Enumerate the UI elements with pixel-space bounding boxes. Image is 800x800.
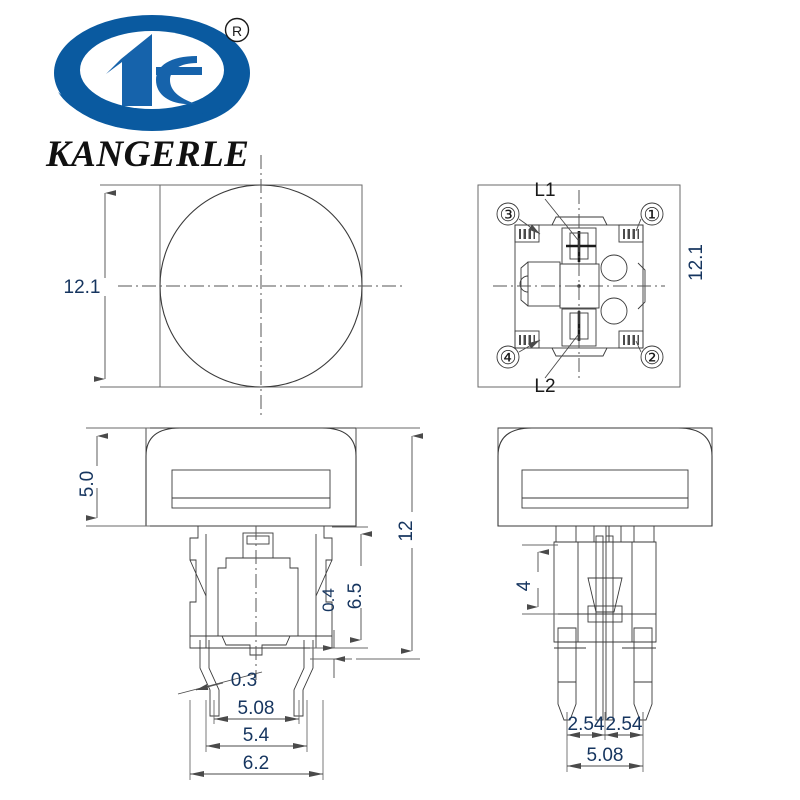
dim-label-5-4: 5.4 (243, 725, 270, 746)
pin-callout-4-label: ④ (499, 348, 516, 369)
logo-swoosh (58, 92, 242, 130)
dim-label-5-08-front: 5.08 (238, 698, 275, 719)
dim-label-12: 12 (396, 520, 417, 541)
dim-top-view-height: 12.1 (64, 184, 170, 388)
dim-front-body-width-inner: 5.4 (205, 700, 308, 752)
side-view-led-lead-a (595, 535, 604, 721)
dim-front-pin-pitch: 5.08 (213, 698, 300, 724)
registered-mark-icon: R (224, 17, 250, 43)
top-view: 12.1 (64, 155, 404, 415)
side-view-cap-outline (497, 427, 713, 527)
led-callout-l2-label: L2 (534, 376, 555, 397)
side-view-pin-left (557, 627, 577, 721)
led-callout-l1: L1 (534, 180, 579, 241)
front-view-chamfer-left (189, 559, 207, 597)
dim-label-2-54-right: 2.54 (606, 714, 643, 735)
pin-callout-4: ④ (496, 339, 541, 369)
pin-callout-1-label: ① (643, 205, 660, 226)
dim-label-4: 4 (514, 580, 535, 591)
side-view-pin-right (633, 627, 653, 721)
dim-label-5-08-side: 5.08 (587, 745, 624, 766)
dim-label-6-5: 6.5 (345, 583, 366, 609)
side-view-led-lead-b (605, 535, 614, 721)
side-view-center-block (587, 605, 623, 623)
dim-front-cap-height: 5.0 (77, 427, 150, 527)
dim-bottom-view-width: 12.1 (686, 244, 707, 281)
dim-side-pin-length: 4 (514, 544, 558, 615)
front-view-chamfer-right (315, 559, 333, 597)
led-callout-l1-label: L1 (534, 180, 555, 201)
dim-front-body-width-outer: 6.2 (189, 700, 324, 780)
dim-label-0-4: 0.4 (319, 588, 338, 612)
pin-callout-3-label: ③ (499, 205, 516, 226)
bottom-view-boss-lower (600, 297, 628, 325)
dim-label-5-0: 5.0 (77, 471, 98, 497)
kangerle-logo: R (54, 15, 250, 131)
bottom-view-boss-upper (600, 254, 628, 282)
dim-label-0-3: 0.3 (231, 670, 257, 691)
bottom-view-bottom-tab (551, 347, 608, 357)
led-callout-l2: L2 (534, 334, 579, 397)
logo-crossbar (156, 67, 202, 75)
bottom-view-outline (477, 184, 681, 388)
front-view-cap-outline (145, 427, 357, 527)
dim-label-6-2: 6.2 (243, 753, 269, 774)
side-view: 4 2.54 2.54 5.08 (497, 427, 713, 772)
logo-numeral-one (106, 34, 152, 106)
bottom-view-terminal-pads (514, 224, 644, 349)
pin-callout-3: ③ (496, 202, 541, 235)
front-view-lead-right (293, 640, 314, 717)
dim-front-overall-height: 12 (356, 427, 423, 660)
dim-label-12-1: 12.1 (64, 277, 101, 298)
dim-front-standoff: 0.4 (310, 588, 352, 678)
svg-text:R: R (232, 23, 242, 39)
pin-callout-2-label: ② (643, 348, 660, 369)
dim-label-12-1-rotated: 12.1 (686, 244, 707, 281)
pin-callout-2: ② (635, 340, 664, 369)
bottom-view: ③ ① ④ ② L1 L2 12.1 (477, 180, 707, 397)
dim-side-pitch-total: 5.08 (566, 712, 644, 772)
front-view: 5.0 12 6.5 0.4 (77, 427, 423, 780)
pin-callout-1: ① (635, 202, 664, 232)
front-view-plunger-top (246, 535, 270, 545)
dim-label-2-54-left: 2.54 (568, 714, 605, 735)
front-view-lead-left (199, 640, 220, 717)
dim-front-lead-thickness: 0.3 (177, 670, 263, 695)
front-view-cap-window (171, 469, 331, 509)
side-view-center-trapezoid (587, 577, 623, 613)
side-view-cap-window (521, 469, 689, 509)
